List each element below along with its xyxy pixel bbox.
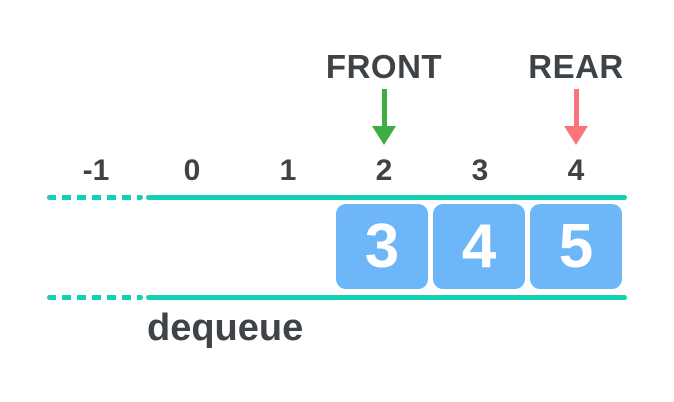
index-label-4: 4 (567, 154, 585, 187)
index-label-neg1: -1 (82, 154, 110, 187)
track-bottom-solid-line (146, 295, 627, 300)
rear-label: REAR (528, 48, 624, 85)
rear-arrow-shaft (573, 89, 579, 126)
dequeue-operation-label: dequeue (147, 307, 304, 349)
front-arrow-head (372, 126, 396, 145)
index-label-3: 3 (471, 154, 489, 187)
index-label-2: 2 (375, 154, 393, 187)
queue-cell: 3 (336, 204, 428, 289)
index-label-1: 1 (279, 154, 297, 187)
front-down-arrow-icon (372, 89, 396, 145)
front-arrow-shaft (381, 89, 387, 126)
track-bottom-dashed-line (47, 295, 143, 300)
queue-cell: 5 (530, 204, 622, 289)
queue-cell: 4 (433, 204, 525, 289)
front-label: FRONT (325, 48, 443, 85)
track-top-solid-line (146, 195, 627, 200)
track-top-dashed-line (47, 195, 143, 200)
index-label-0: 0 (183, 154, 201, 187)
rear-down-arrow-icon (564, 89, 588, 145)
rear-arrow-head (564, 126, 588, 145)
